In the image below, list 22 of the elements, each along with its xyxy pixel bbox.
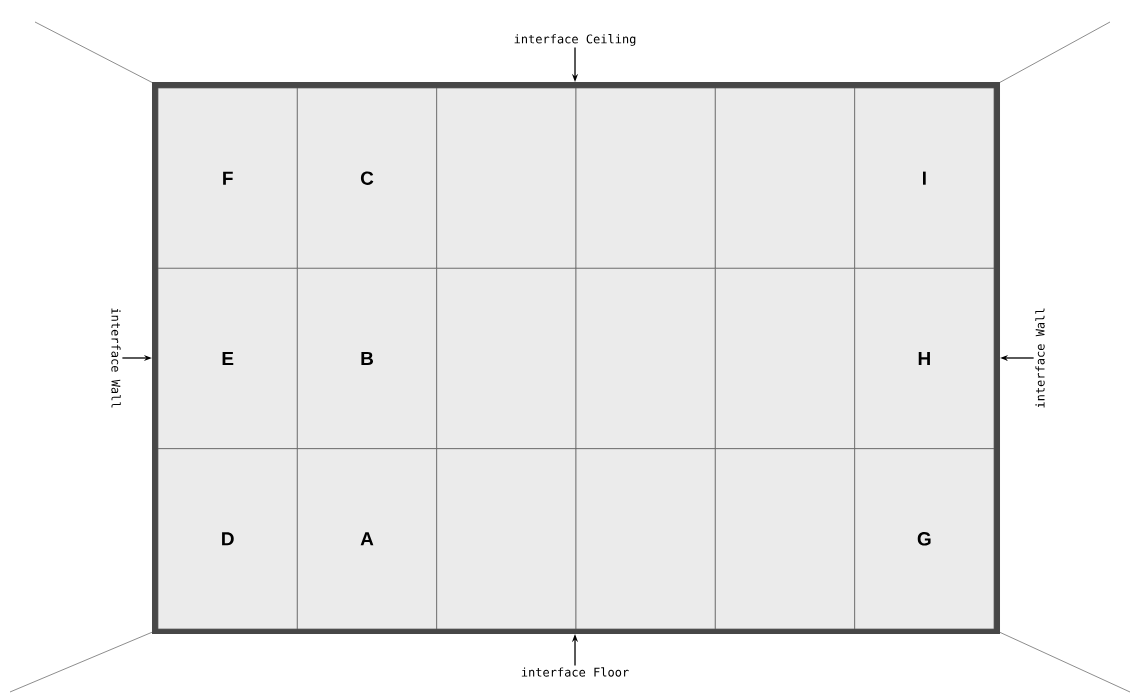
panel-cell: A [297, 448, 438, 630]
panel-cell [436, 267, 577, 449]
panel-cell: E [157, 267, 298, 449]
panel-cell [715, 448, 855, 630]
interface-label: interface Ceiling [514, 34, 636, 46]
panel-cell: G [854, 448, 995, 630]
panel-cell: D [157, 448, 298, 630]
panel-cell [436, 87, 577, 269]
interface-label: interface Wall [1035, 308, 1045, 408]
panel-cell: I [854, 87, 995, 269]
panel-cell: F [157, 87, 298, 269]
panel-cell [575, 267, 716, 449]
panel-cell [436, 448, 577, 630]
panel-cell: H [854, 267, 995, 449]
panel-cell [715, 87, 855, 269]
interface-label: interface Wall [111, 308, 121, 408]
panel-cell: C [297, 87, 438, 269]
panel-cell [575, 448, 716, 630]
interface-label: interface Floor [521, 667, 629, 677]
panel-cell: B [297, 267, 438, 449]
panel-cell [575, 87, 716, 269]
panel-cell [715, 267, 855, 449]
